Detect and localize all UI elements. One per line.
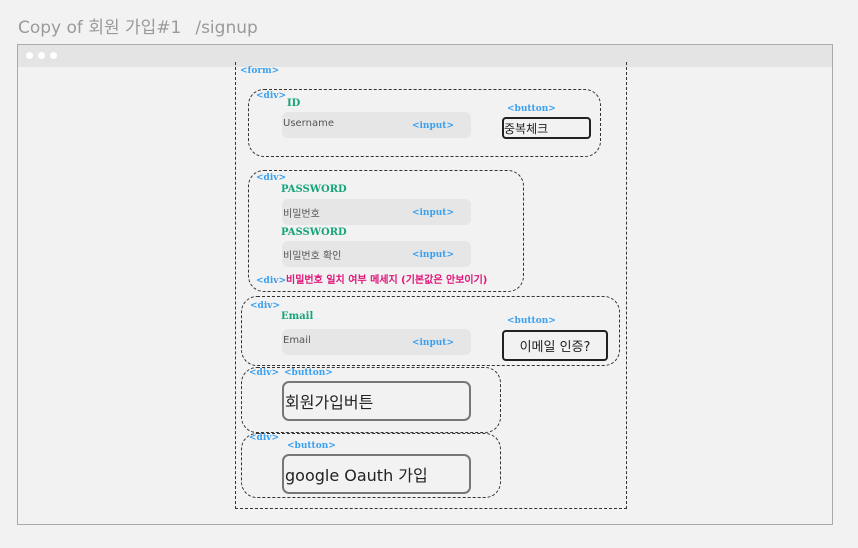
id-label: ID [287,98,301,109]
password-div [248,170,524,292]
oauth-div [241,433,501,498]
div-tag: <div> [249,433,280,443]
button-tag: <button> [507,104,556,114]
window-dot-icon [50,52,57,59]
route-text: /signup [195,18,258,38]
google-oauth-button[interactable]: google Oauth 가입 [282,454,471,494]
button-tag: <button> [284,368,333,378]
signup-div [241,367,501,433]
window-titlebar [18,45,832,67]
input-tag: <input> [411,208,454,218]
div-tag: <div> [249,368,280,378]
div-tag: <div> [250,301,281,311]
input-tag: <input> [411,250,454,260]
window-dot-icon [26,52,33,59]
id-div [248,89,601,157]
password-confirm-label: PASSWORD [281,227,347,238]
password-label: PASSWORD [281,184,347,195]
div-tag: <div> [256,173,287,183]
page-title: Copy of 회원 가입#1/signup [18,13,258,38]
email-div [241,296,620,366]
email-input[interactable]: Email <input> [282,329,471,355]
username-input[interactable]: Username <input> [282,112,471,138]
button-tag: <button> [507,316,556,326]
duplicate-check-button[interactable]: 중복체크 [502,117,591,139]
div-tag: <div> [256,276,287,286]
password-input[interactable]: 비밀번호 <input> [282,199,471,225]
password-match-message: 비밀번호 일치 여부 메세지 (기본값은 안보이기) [286,275,488,286]
password-match-row: <div>비밀번호 일치 여부 메세지 (기본값은 안보이기) [256,268,487,287]
email-verify-button[interactable]: 이메일 인증? [502,330,608,361]
title-text: Copy of 회원 가입#1 [18,18,182,38]
window-dot-icon [38,52,45,59]
input-tag: <input> [411,121,454,131]
button-tag: <button> [287,441,336,451]
form-tag: <form> [240,66,280,76]
username-placeholder: Username [283,118,334,129]
signup-form [235,62,627,509]
password-confirm-placeholder: 비밀번호 확인 [283,251,342,262]
email-placeholder: Email [283,335,311,346]
password-confirm-input[interactable]: 비밀번호 확인 <input> [282,241,471,267]
signup-button[interactable]: 회원가입버튼 [282,381,471,421]
email-label: Email [281,311,314,322]
password-placeholder: 비밀번호 [283,209,320,220]
input-tag: <input> [411,338,454,348]
div-tag: <div> [256,91,287,101]
